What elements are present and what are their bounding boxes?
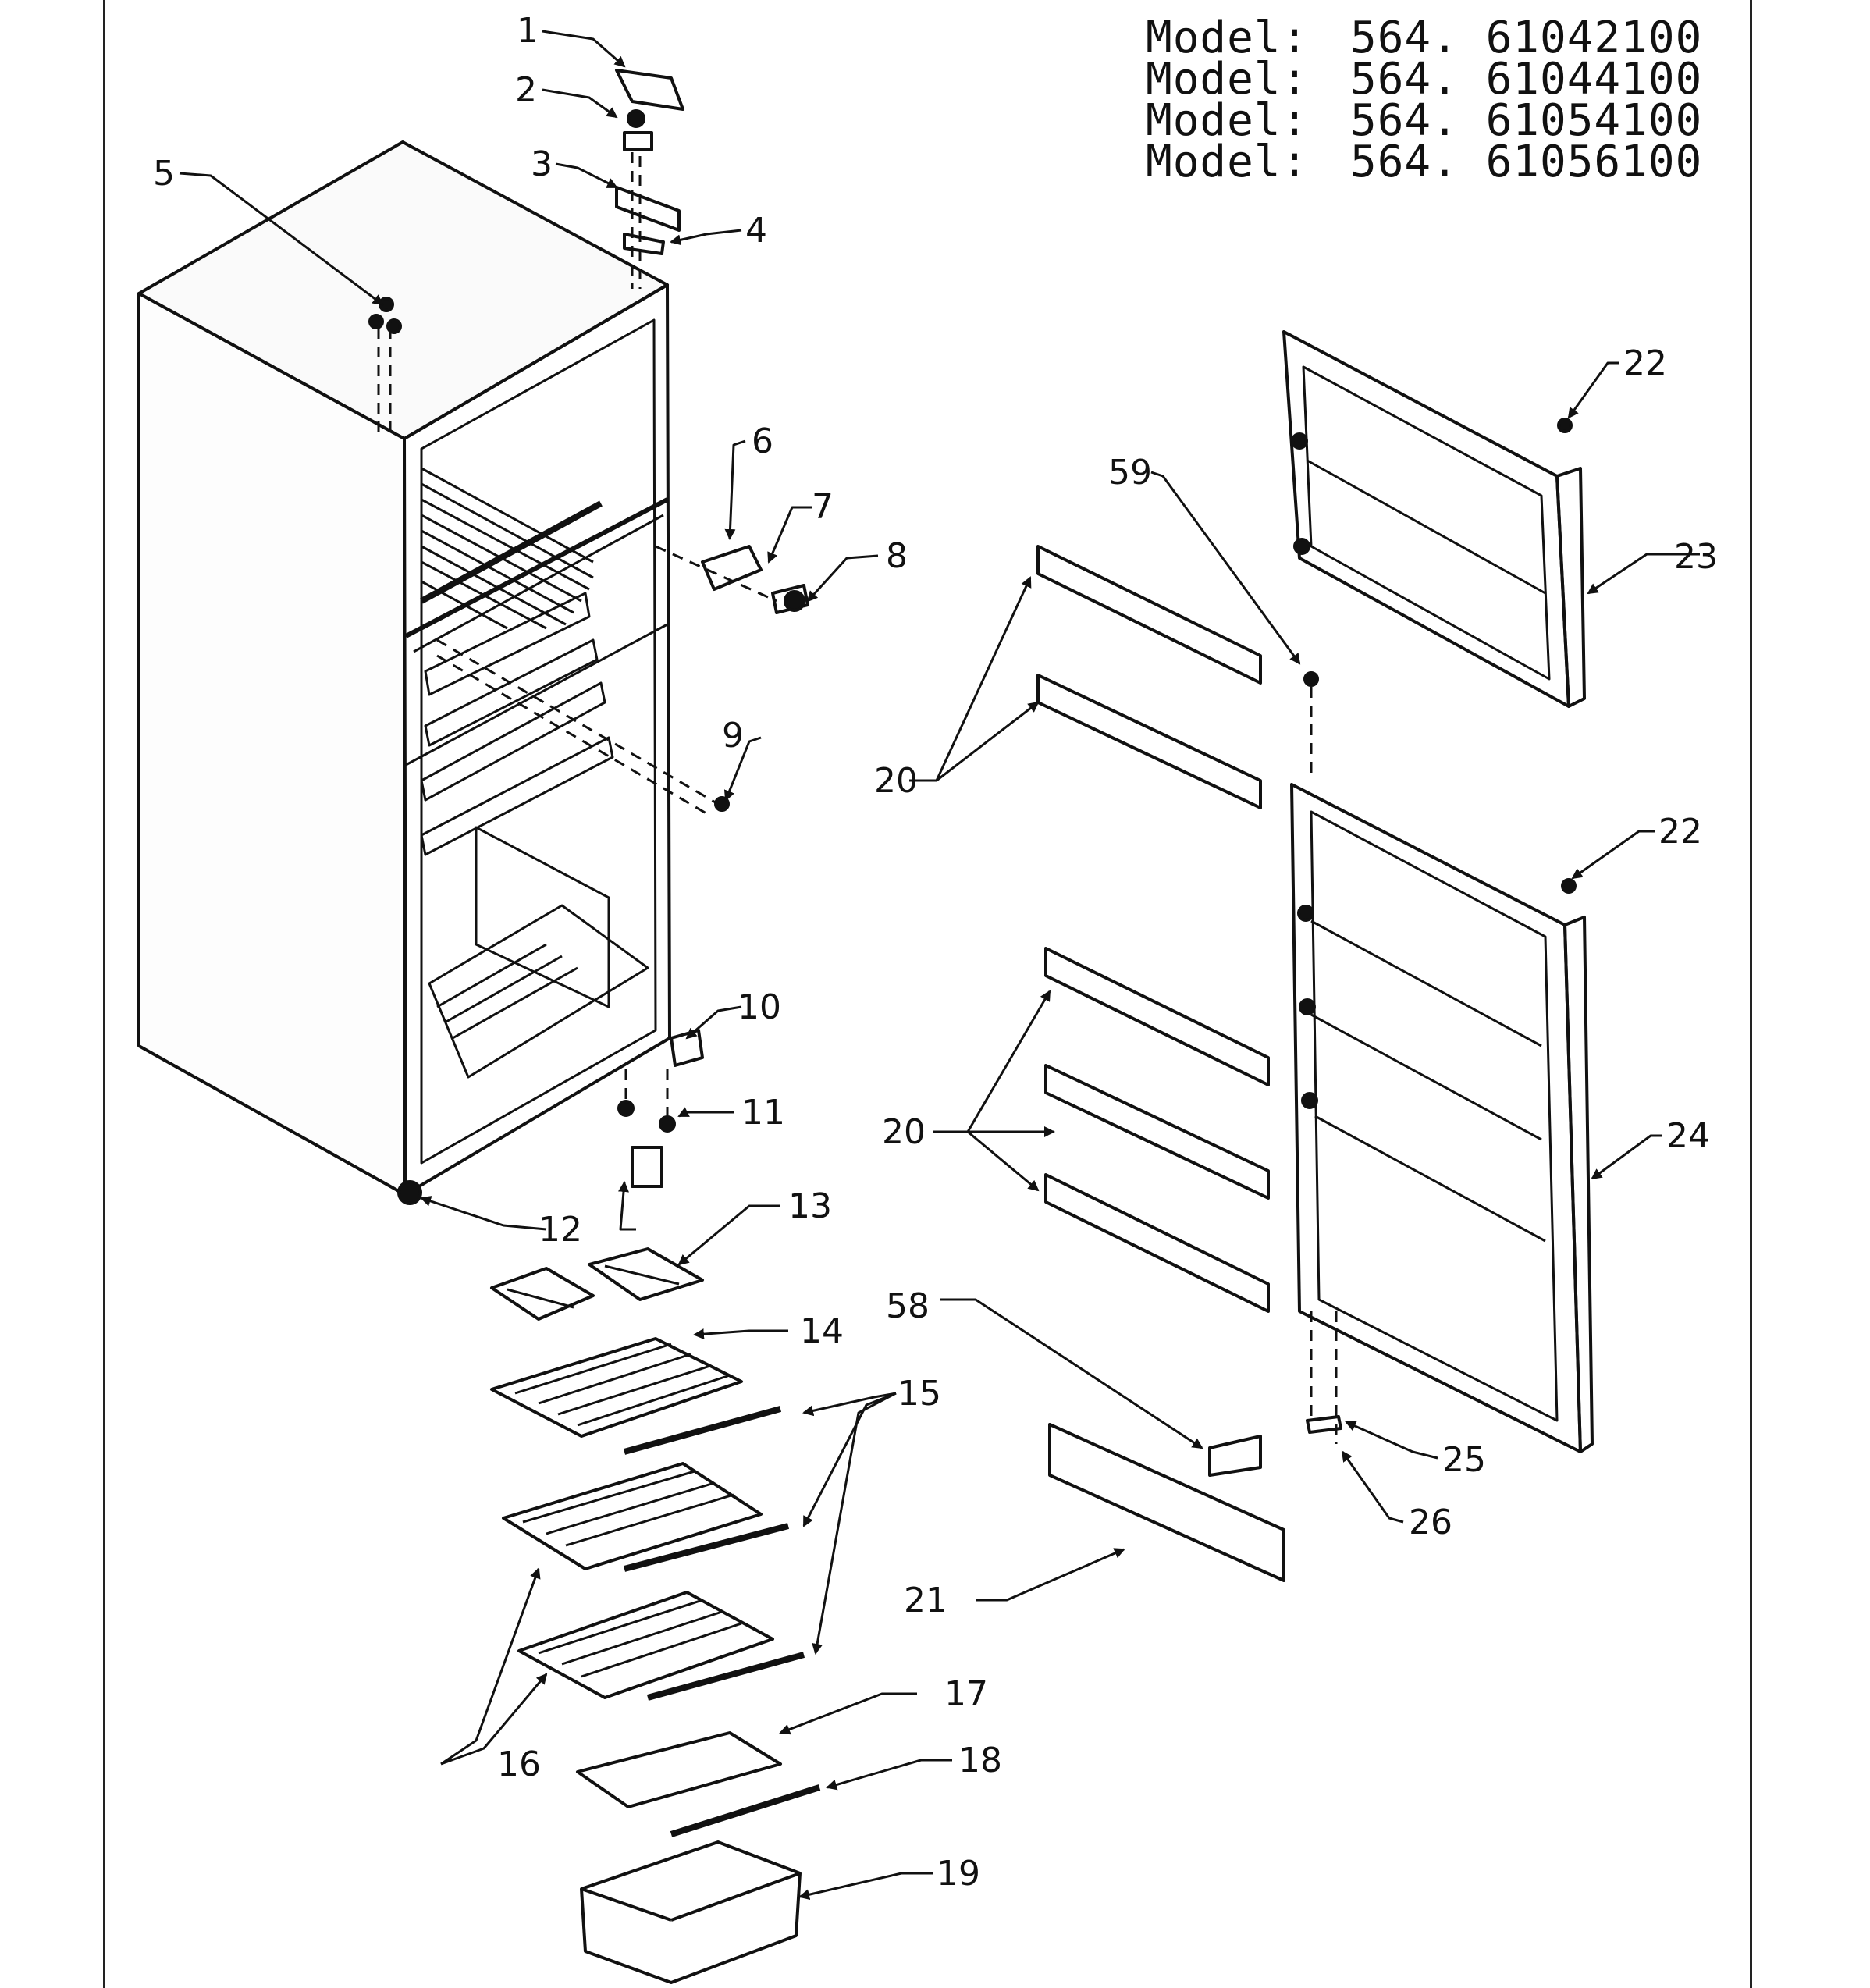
callout-19: 19 — [937, 1854, 980, 1894]
egg-tray-clip — [1208, 1435, 1262, 1477]
callout-25: 25 — [1442, 1440, 1486, 1480]
callout-4: 4 — [745, 211, 767, 251]
callout-16: 16 — [497, 1744, 541, 1784]
model-label: Model: — [1146, 12, 1309, 63]
callout-23: 23 — [1674, 537, 1718, 577]
callout-17: 17 — [944, 1674, 988, 1714]
model-number: 564. 61054100 — [1350, 95, 1703, 146]
model-list: Model:564. 61042100 Model:564. 61044100 … — [1146, 12, 1703, 187]
model-number: 564. 61042100 — [1350, 12, 1703, 63]
callout-20: 20 — [882, 1112, 926, 1152]
crisper-drawer — [580, 1840, 802, 1984]
door-shelves — [1036, 545, 1285, 1582]
model-row: Model: 564. 61042100 — [1146, 12, 1703, 63]
model-number: 564. 61056100 — [1350, 137, 1703, 187]
callout-1: 1 — [517, 11, 539, 51]
callout-59: 59 — [1108, 453, 1152, 493]
refrigerator-wire-shelves — [502, 1462, 774, 1699]
callout-10: 10 — [738, 987, 781, 1027]
callout-24: 24 — [1666, 1116, 1710, 1156]
top-hinge-cover — [615, 69, 684, 111]
model-row: Model: 564. 61044100 — [1146, 54, 1703, 105]
callout-26: 26 — [1409, 1503, 1452, 1542]
model-row: Model: 564. 61054100 — [1146, 95, 1703, 146]
callout-3: 3 — [531, 144, 553, 184]
callout-22: 22 — [1623, 343, 1667, 383]
refrigerator-cabinet — [137, 140, 671, 1196]
callout-labels: 1 2 3 4 5 6 7 8 9 10 11 12 13 14 15 16 1… — [153, 11, 1718, 1894]
callout-20: 20 — [874, 761, 918, 801]
door-stop-bracket — [701, 545, 809, 812]
model-row: Model: 564. 61056100 — [1146, 137, 1703, 187]
shelf-rails — [623, 1406, 805, 1701]
callout-21: 21 — [904, 1581, 947, 1620]
hinge-screws — [615, 109, 681, 255]
callout-18: 18 — [958, 1741, 1002, 1780]
leader-lines — [179, 30, 1700, 1901]
fresh-food-door — [1290, 783, 1594, 1453]
callout-7: 7 — [812, 487, 834, 527]
callout-15: 15 — [898, 1374, 941, 1414]
callout-13: 13 — [788, 1186, 832, 1226]
callout-14: 14 — [800, 1311, 844, 1351]
crisper-cover — [576, 1731, 821, 1837]
callout-9: 9 — [722, 716, 744, 756]
callout-8: 8 — [886, 536, 908, 576]
callout-22: 22 — [1658, 812, 1702, 852]
freezer-door — [1282, 330, 1586, 708]
callout-58: 58 — [886, 1286, 930, 1326]
freezer-wire-shelf — [490, 1337, 743, 1438]
left-border-line — [103, 0, 105, 1988]
model-label: Model: — [1146, 54, 1309, 105]
callout-12: 12 — [539, 1210, 582, 1250]
callout-5: 5 — [153, 154, 175, 194]
callout-11: 11 — [741, 1093, 785, 1133]
ice-trays — [490, 1247, 704, 1321]
bottom-hinge — [397, 1029, 704, 1205]
callout-6: 6 — [752, 421, 773, 461]
model-label: Model: — [1146, 95, 1309, 146]
right-border-line — [1750, 0, 1752, 1988]
callout-2: 2 — [515, 70, 537, 110]
model-label: Model: — [1146, 137, 1309, 187]
door-screws — [1303, 418, 1577, 894]
model-number: 564. 61044100 — [1350, 54, 1703, 105]
